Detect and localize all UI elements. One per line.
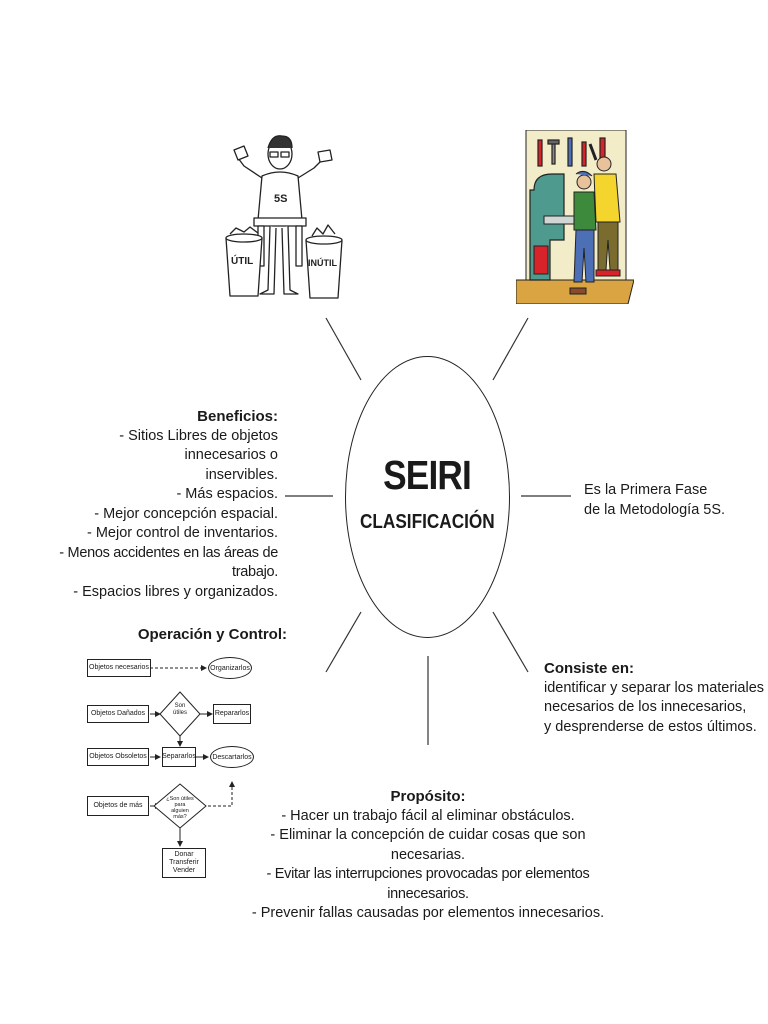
- bin-inutil-label: INÚTIL: [308, 257, 337, 268]
- flowchart-arrows: [150, 665, 235, 847]
- consiste-line: identificar y separar los materiales: [544, 679, 765, 696]
- beneficios-heading: Beneficios:: [197, 408, 278, 425]
- consiste-line: necesarios de los innecesarios,: [544, 699, 747, 715]
- bin-util-label: ÚTIL: [231, 254, 253, 267]
- flow-descartarlos: Descartarlos: [210, 746, 254, 768]
- proposito-block: Propósito: - Hacer un trabajo fácil al e…: [238, 787, 618, 924]
- operacion-heading: Operación y Control:: [90, 625, 287, 645]
- proposito-line: - Prevenir fallas causadas por elementos…: [251, 905, 605, 921]
- phase-block: Es la Primera Fase de la Metodología 5S.: [584, 481, 764, 520]
- consiste-line: y desprenderse de estos últimos.: [544, 718, 757, 735]
- flow-objetos-danados: Objetos Dañados: [87, 705, 149, 723]
- proposito-line: - Hacer un trabajo fácil al eliminar obs…: [281, 807, 575, 824]
- connector-top-left: [325, 317, 362, 381]
- workshop-workers-illustration: [516, 130, 634, 304]
- phase-line: Es la Primera Fase: [584, 482, 708, 498]
- center-title: SEIRI: [383, 452, 473, 498]
- flow-organizarlos: Organizarlos: [208, 657, 252, 679]
- flow-objetos-necesarios: Objetos necesarios: [87, 659, 151, 677]
- beneficios-line: - Más espacios.: [176, 486, 278, 502]
- consiste-block: Consiste en: identificar y separar los m…: [544, 659, 764, 737]
- proposito-line: - Eliminar la concepción de cuidar cosas…: [270, 827, 586, 863]
- center-subtitle: CLASIFICACIÓN: [360, 511, 495, 533]
- phase-line: de la Metodología 5S.: [584, 501, 726, 518]
- flow-objetos-de-mas: Objetos de más: [87, 796, 149, 816]
- center-circle: [345, 356, 510, 638]
- sorting-person-illustration: 5S ÚTIL INÚTIL: [225, 135, 343, 299]
- beneficios-line: - Espacios libres y organizados.: [73, 583, 278, 600]
- connector-bottom-left: [325, 611, 362, 673]
- flow-util-alguien-label: ¿Son útiles para alguien más?: [166, 796, 194, 820]
- beneficios-line: - Mejor control de inventarios.: [87, 525, 278, 541]
- connector-bottom-right: [492, 611, 529, 673]
- proposito-heading: Propósito:: [390, 788, 466, 805]
- beneficios-block: Beneficios: - Sitios Libres de objetos i…: [38, 407, 278, 602]
- flow-objetos-obsoletos: Objetos Obsoletos: [87, 748, 149, 766]
- flow-son-utiles-label: Son útiles: [172, 703, 187, 716]
- operacion-heading-text: Operación y Control:: [137, 626, 287, 643]
- flow-donar-transferir-vender: Donar Transferir Vender: [162, 848, 206, 878]
- son-utiles-decision: [159, 691, 201, 737]
- beneficios-line: - Menos accidentes en las áreas de traba…: [59, 544, 278, 581]
- connector-top-right: [492, 317, 529, 381]
- consiste-heading: Consiste en:: [544, 660, 635, 677]
- proposito-line: - Evitar las interrupciones provocadas p…: [266, 866, 590, 902]
- flow-separarlos: Separarlos: [162, 747, 196, 767]
- flow-repararlos: Repararlos: [213, 704, 251, 724]
- beneficios-line: - Mejor concepción espacial.: [94, 505, 278, 522]
- shirt-5s-label: 5S: [274, 193, 287, 205]
- util-alguien-decision: [153, 783, 207, 829]
- beneficios-line: inservibles.: [205, 466, 278, 483]
- beneficios-line: - Sitios Libres de objetos innecesarios …: [119, 427, 278, 464]
